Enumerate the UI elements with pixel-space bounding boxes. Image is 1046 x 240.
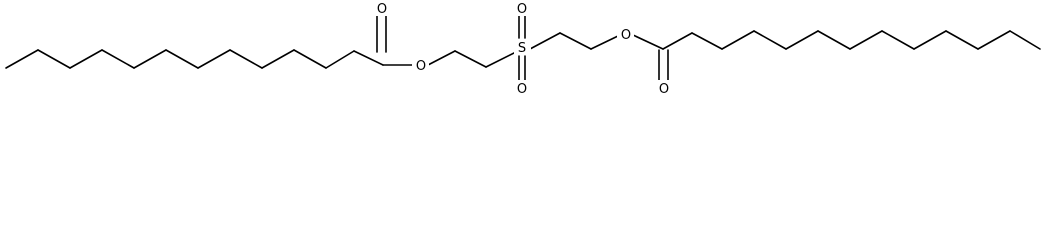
bond (913, 30, 947, 50)
bond (559, 32, 592, 50)
bond (881, 30, 915, 50)
bond (945, 30, 979, 50)
bond (197, 49, 231, 69)
atom-label: O (517, 2, 527, 17)
bond (261, 49, 295, 69)
atom-label: O (621, 28, 631, 43)
bond (165, 49, 199, 69)
atom-label: O (659, 82, 669, 97)
bond (133, 49, 167, 69)
atom-oxygen-sulfonyl-bottom: O (514, 80, 531, 97)
bond (485, 51, 517, 68)
atom-label: O (416, 59, 426, 74)
bond (977, 30, 1011, 50)
bond (5, 49, 39, 69)
bond (590, 35, 619, 50)
bond (69, 49, 103, 69)
bond (529, 32, 561, 50)
atom-oxygen-sulfonyl-top: O (514, 1, 531, 17)
atom-label: O (377, 2, 387, 17)
bond (849, 30, 883, 50)
bond (229, 49, 263, 69)
atom-oxygen-ester-left: O (412, 58, 429, 74)
bond (293, 49, 327, 69)
bond (785, 30, 819, 50)
atom-oxygen-carbonyl-left: O (374, 1, 390, 17)
molecule-structure-diagram: O O S O O O O (5, 1, 1041, 97)
atom-labels-group: O O S O O O O (374, 1, 672, 97)
bond (721, 30, 755, 50)
bond (662, 32, 693, 50)
bond (427, 50, 456, 66)
bond (691, 32, 723, 50)
bond (632, 34, 664, 50)
atom-oxygen-ester-right: O (617, 27, 634, 43)
bond (101, 49, 135, 69)
bond (454, 50, 487, 68)
atom-label: S (518, 41, 526, 56)
atom-oxygen-carbonyl-right: O (656, 80, 672, 97)
bond (817, 30, 851, 50)
bond (753, 30, 787, 50)
bond (1009, 30, 1041, 50)
bond (37, 49, 71, 69)
bond (325, 50, 355, 69)
atom-label: O (517, 82, 527, 97)
bond (353, 50, 384, 66)
atom-sulfur: S (514, 39, 531, 56)
bonds-group (5, 14, 1041, 81)
